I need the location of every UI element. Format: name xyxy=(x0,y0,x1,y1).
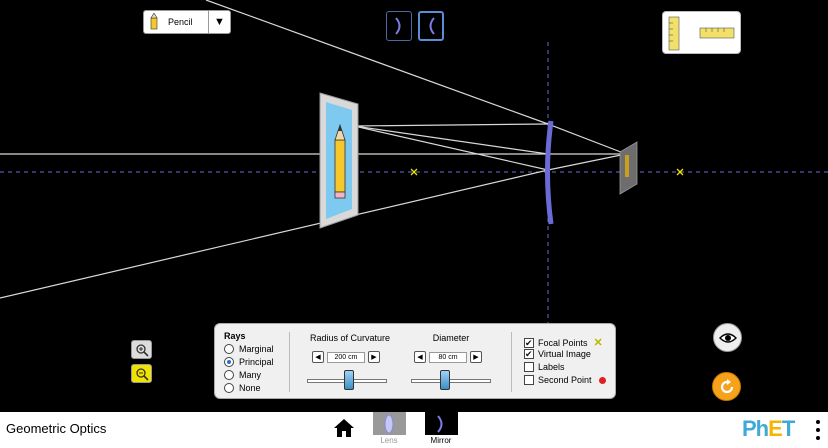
diameter-slider-thumb[interactable] xyxy=(439,370,450,390)
increment-icon[interactable]: ▶ xyxy=(470,351,482,363)
diameter-spinner[interactable]: ◀ 80 cm ▶ xyxy=(414,351,482,363)
radius-spinner[interactable]: ◀ 200 cm ▶ xyxy=(312,351,380,363)
lens-mode-button[interactable] xyxy=(386,11,412,41)
focal-points-checkbox-row[interactable]: Focal Points ✕ xyxy=(524,336,603,349)
diameter-title: Diameter xyxy=(432,333,470,343)
rays-option-none[interactable]: None xyxy=(224,383,261,393)
checkbox[interactable] xyxy=(524,337,534,348)
lens-mode-icon xyxy=(395,17,401,35)
rays-title: Rays xyxy=(224,331,246,341)
radio-button[interactable] xyxy=(224,370,234,380)
focal-point-right[interactable] xyxy=(676,168,684,176)
radius-slider-thumb[interactable] xyxy=(343,370,354,390)
zoom-in-button[interactable] xyxy=(131,340,152,359)
checkbox[interactable] xyxy=(524,362,534,372)
reset-icon xyxy=(720,378,733,393)
phet-menu-kebab-icon[interactable] xyxy=(815,420,821,440)
radio-button[interactable] xyxy=(224,344,234,354)
pencil-icon xyxy=(334,123,346,199)
rays-option-marginal[interactable]: Marginal xyxy=(224,344,274,354)
diameter-slider-track[interactable] xyxy=(411,379,491,383)
focal-point-left[interactable] xyxy=(410,168,418,176)
lens-screen-thumbnail xyxy=(372,412,406,435)
rays-option-principal[interactable]: Principal xyxy=(224,357,274,367)
pencil-icon xyxy=(144,11,164,33)
checkbox[interactable] xyxy=(524,375,534,385)
screen-label-mirror: Mirror xyxy=(430,436,452,445)
simulation-canvas: Pencil ▼ xyxy=(0,0,828,412)
radio-button[interactable] xyxy=(224,383,234,393)
divider xyxy=(511,332,512,392)
radius-of-curvature-title: Radius of Curvature xyxy=(309,333,391,343)
rays-option-many[interactable]: Many xyxy=(224,370,261,380)
second-point-dot-icon xyxy=(598,376,606,384)
measuring-tools-box xyxy=(662,11,741,54)
mirror-mode-icon xyxy=(429,17,435,35)
zoom-out-icon xyxy=(135,367,149,381)
screen-button-lens[interactable]: Lens xyxy=(371,412,407,448)
increment-icon[interactable]: ▶ xyxy=(368,351,380,363)
zoom-in-icon xyxy=(135,343,149,357)
reset-all-button[interactable] xyxy=(712,372,741,401)
screen-button-mirror[interactable]: Mirror xyxy=(423,412,459,448)
app-title: Geometric Optics xyxy=(6,421,107,436)
second-point-checkbox-row[interactable]: Second Point xyxy=(524,375,606,385)
divider xyxy=(289,332,290,392)
decrement-icon[interactable]: ◀ xyxy=(312,351,324,363)
horizontal-ruler-icon[interactable] xyxy=(699,27,735,39)
screen-label-lens: Lens xyxy=(380,436,398,445)
home-icon xyxy=(334,419,354,437)
labels-checkbox-row[interactable]: Labels xyxy=(524,362,565,372)
dropdown-arrow-icon[interactable]: ▼ xyxy=(208,11,230,33)
home-button[interactable] xyxy=(332,417,356,439)
navigation-bar: Geometric Optics Lens Mirror PhET xyxy=(0,412,828,448)
radio-button[interactable] xyxy=(224,357,234,367)
virtual-image-checkbox-row[interactable]: Virtual Image xyxy=(524,349,591,359)
zoom-out-button[interactable] xyxy=(131,364,152,383)
mirror-icon xyxy=(437,414,443,433)
object-selector-combo[interactable]: Pencil ▼ xyxy=(143,10,231,34)
real-image xyxy=(619,141,638,195)
radius-value: 200 cm xyxy=(327,351,365,363)
concave-mirror[interactable] xyxy=(545,120,554,225)
lens-icon xyxy=(384,414,394,433)
vertical-ruler-icon[interactable] xyxy=(668,16,680,51)
object-selector-label: Pencil xyxy=(168,17,193,27)
principal-rays xyxy=(0,0,627,299)
focal-point-x-icon: ✕ xyxy=(593,337,603,349)
diameter-value: 80 cm xyxy=(429,351,467,363)
optics-scene xyxy=(0,0,828,330)
eye-toggle-button[interactable] xyxy=(713,323,742,352)
decrement-icon[interactable]: ◀ xyxy=(414,351,426,363)
mirror-mode-button[interactable] xyxy=(418,11,444,41)
eye-icon xyxy=(718,332,737,343)
checkbox[interactable] xyxy=(524,349,534,359)
mirror-screen-thumbnail xyxy=(424,412,458,435)
control-panel: Rays Marginal Principal Many None Radius… xyxy=(214,323,616,399)
phet-logo[interactable]: PhET xyxy=(742,416,795,441)
